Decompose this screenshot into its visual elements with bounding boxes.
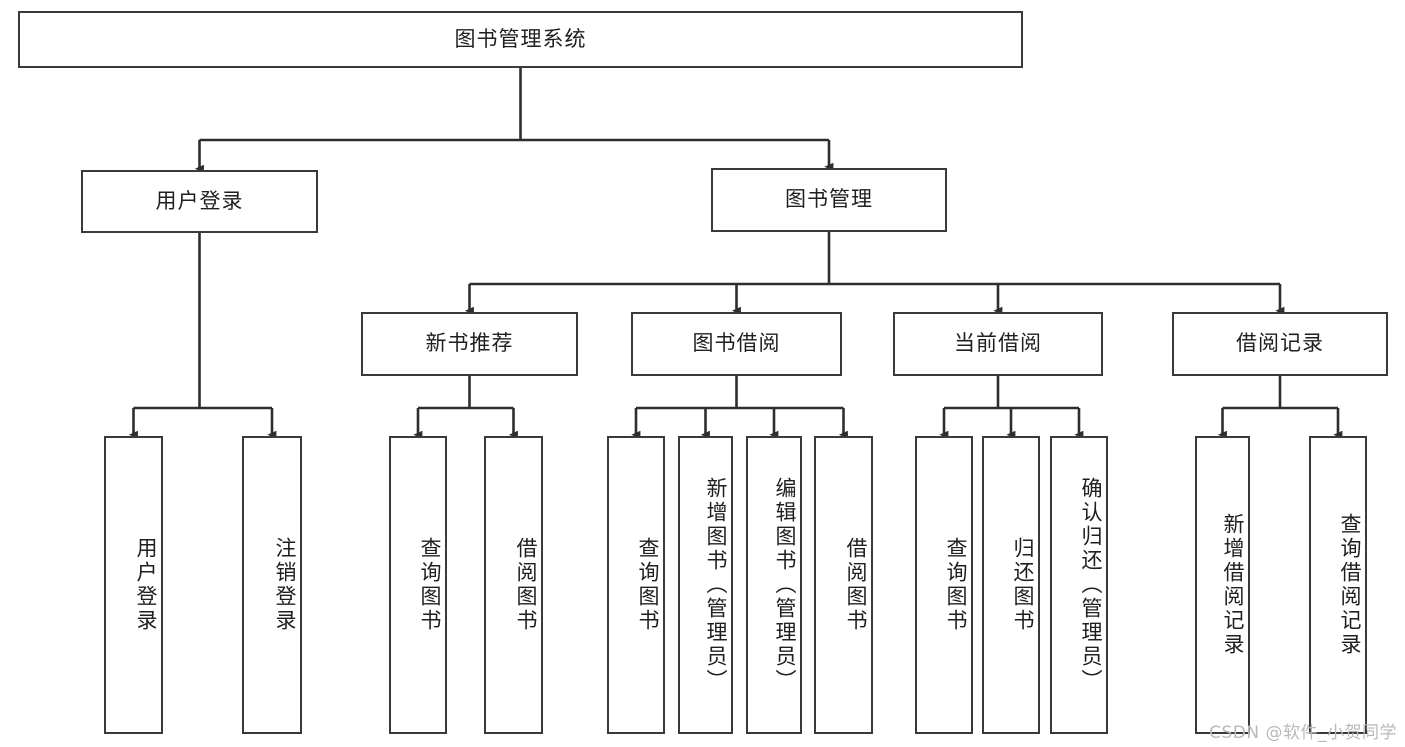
- node-new-book-rec[interactable]: 新书推荐: [361, 312, 578, 376]
- node-borrow-record[interactable]: 借阅记录: [1172, 312, 1388, 376]
- node-leaf-logout[interactable]: 注销登录: [242, 436, 302, 734]
- node-label: 查询图书: [418, 537, 442, 633]
- node-label: 图书管理系统: [454, 26, 587, 51]
- node-current-borrow[interactable]: 当前借阅: [893, 312, 1103, 376]
- node-label: 用户登录: [155, 188, 244, 213]
- node-leaf-return-book[interactable]: 归还图书: [982, 436, 1040, 734]
- node-leaf-query-borrow-record[interactable]: 查询借阅记录: [1309, 436, 1367, 734]
- node-leaf-borrow-book-bb[interactable]: 借阅图书: [814, 436, 873, 734]
- node-leaf-query-book-bb[interactable]: 查询图书: [607, 436, 665, 734]
- node-leaf-user-login[interactable]: 用户登录: [104, 436, 163, 734]
- node-label: 查询借阅记录: [1338, 513, 1362, 657]
- node-leaf-query-book-cb[interactable]: 查询图书: [915, 436, 973, 734]
- node-label: 图书管理: [785, 187, 873, 212]
- node-label: 新书推荐: [425, 331, 514, 356]
- node-root-图书管理系统[interactable]: 图书管理系统: [18, 11, 1023, 68]
- node-label: 新增图书（管理员）: [704, 477, 728, 693]
- node-label: 借阅图书: [844, 537, 868, 633]
- node-label: 图书借阅: [692, 331, 781, 356]
- node-leaf-query-book-rec[interactable]: 查询图书: [389, 436, 447, 734]
- node-leaf-borrow-book-rec[interactable]: 借阅图书: [484, 436, 543, 734]
- node-leaf-add-borrow-record[interactable]: 新增借阅记录: [1195, 436, 1250, 734]
- node-user-login[interactable]: 用户登录: [81, 170, 318, 233]
- node-label: 借阅记录: [1236, 331, 1324, 356]
- node-book-manage[interactable]: 图书管理: [711, 168, 947, 232]
- node-label: 归还图书: [1011, 537, 1035, 633]
- node-label: 查询图书: [636, 537, 660, 633]
- node-label: 注销登录: [273, 537, 297, 633]
- node-label: 编辑图书（管理员）: [773, 477, 797, 693]
- node-leaf-add-book-admin[interactable]: 新增图书（管理员）: [678, 436, 733, 734]
- node-label: 确认归还（管理员）: [1079, 477, 1103, 693]
- node-book-borrow[interactable]: 图书借阅: [631, 312, 842, 376]
- node-label: 当前借阅: [954, 331, 1042, 356]
- node-leaf-edit-book-admin[interactable]: 编辑图书（管理员）: [746, 436, 802, 734]
- watermark-label: CSDN @软件_小贺同学: [1209, 723, 1397, 743]
- node-label: 借阅图书: [514, 537, 538, 633]
- node-label: 新增借阅记录: [1221, 513, 1245, 657]
- node-leaf-confirm-return-admin[interactable]: 确认归还（管理员）: [1050, 436, 1108, 734]
- node-label: 查询图书: [944, 537, 968, 633]
- node-label: 用户登录: [134, 537, 158, 633]
